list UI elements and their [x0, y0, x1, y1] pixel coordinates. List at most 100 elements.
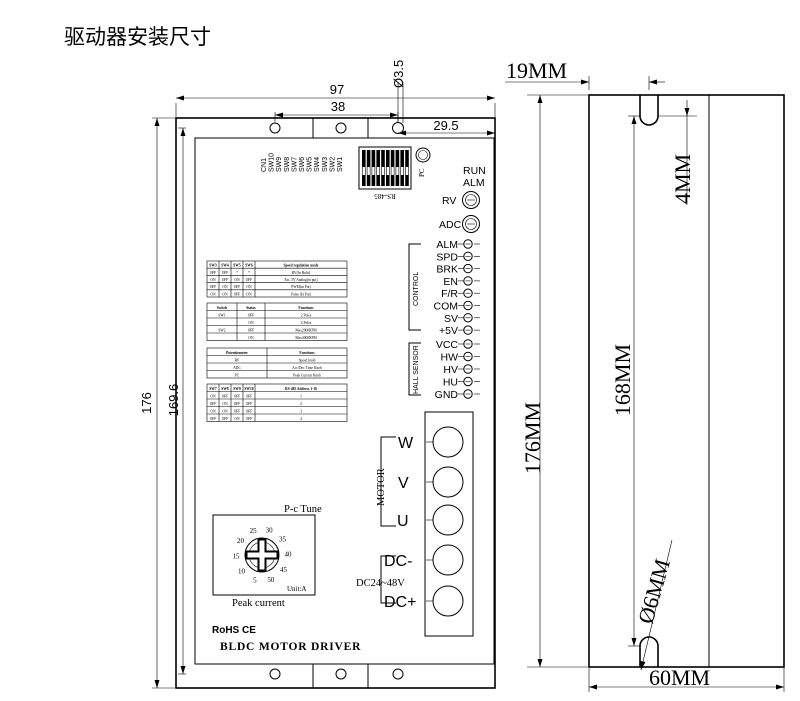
adc-label: ADC — [439, 219, 462, 231]
control-group-label: CONTROL — [413, 272, 420, 306]
table-cell: OFF — [248, 328, 255, 332]
table-cell: Functions — [299, 351, 315, 355]
table-cell: ON — [234, 417, 240, 421]
table-cell: SW4 — [221, 264, 229, 268]
control-terminal-label: EN — [443, 276, 458, 288]
power-terminal-screw[interactable] — [432, 426, 464, 458]
table-cell: PC — [235, 373, 240, 377]
table-cell: SW9 — [233, 387, 241, 391]
side-heatsink — [588, 94, 785, 668]
peak-current-dial[interactable] — [244, 537, 280, 573]
bottom-tab-hole — [335, 668, 347, 680]
mount-hole-br — [392, 668, 404, 680]
top-tab — [312, 117, 369, 139]
rs485-label: RS-485 — [374, 192, 396, 200]
switch-label: SW7 — [291, 157, 298, 172]
control-terminal-label: +5V — [439, 325, 458, 337]
control-terminal-label: SPD — [436, 251, 458, 263]
mount-hole-tl — [269, 122, 281, 134]
table-cell: OFF — [234, 394, 241, 398]
page-title: 驱动器安装尺寸 — [64, 25, 211, 50]
table-cell: SW5 — [233, 264, 241, 268]
table-cell: OFF — [246, 394, 253, 398]
power-terminal-screw[interactable] — [432, 585, 464, 617]
table-cell: 4 Poles — [301, 321, 312, 325]
dim-38: 38 — [331, 99, 345, 114]
hall-terminal-screw[interactable] — [463, 339, 473, 349]
control-terminal-screw[interactable] — [463, 325, 473, 335]
table-cell: OFF — [246, 278, 253, 282]
power-terminal-label: U — [397, 513, 409, 530]
hall-terminal-screw[interactable] — [463, 389, 473, 399]
hall-terminal-screw[interactable] — [463, 351, 473, 362]
pc-knob[interactable] — [415, 147, 431, 163]
switch-label: SW9 — [276, 157, 283, 172]
table-cell: OFF — [222, 394, 229, 398]
table-cell: ON — [248, 336, 254, 340]
dim-hole-dia: Ø3.5 — [391, 60, 406, 88]
dial-number: 30 — [266, 527, 274, 535]
table-cell: Status — [246, 306, 256, 310]
dial-frame — [212, 514, 316, 596]
table-cell: ON — [222, 402, 228, 406]
table-cell: Speed knob — [299, 358, 316, 362]
dim-side-168mm: 168MM — [610, 344, 635, 416]
power-terminal-block — [424, 411, 474, 637]
bottom-tab — [312, 663, 369, 689]
hall-terminal-label: HW — [441, 352, 459, 364]
table-cell: Ext. 5V Analog(in put) — [284, 278, 318, 282]
table-cell: Peak Current Knob — [293, 373, 321, 377]
control-terminal-screw[interactable] — [463, 263, 473, 274]
switch-label: SW6 — [299, 157, 306, 172]
table-cell: 1 — [300, 394, 302, 398]
product-name: BLDC MOTOR DRIVER — [220, 641, 361, 653]
table-cell: SW7 — [209, 387, 217, 391]
rv-knob[interactable] — [462, 191, 480, 209]
peak-current-label: Peak current — [232, 598, 285, 609]
mount-hole-bl — [269, 668, 281, 680]
switch-label: SW10 — [269, 153, 276, 172]
power-terminal-screw[interactable] — [432, 466, 464, 498]
table-cell: OFF — [222, 271, 229, 275]
table-cell: SW8 — [221, 387, 229, 391]
table-cell: ON — [222, 409, 228, 413]
table-cell: 2 Poles — [301, 313, 312, 317]
switch-label: SW3 — [322, 157, 329, 172]
table-cell: 3 — [300, 409, 302, 413]
dim-side-4mm: 4MM — [670, 154, 695, 204]
control-terminal-screw[interactable] — [463, 251, 473, 261]
table-cell: Acc/Dec Time Knob — [292, 366, 322, 370]
power-terminal-label: V — [398, 475, 409, 492]
dial-number: 25 — [250, 527, 258, 535]
hall-terminal-screw[interactable] — [463, 376, 473, 387]
dim-side-6mm: Ø6MM — [633, 556, 675, 626]
switch-label: SW1 — [337, 157, 344, 172]
switch-label: CN1 — [261, 158, 268, 172]
dip-switch-keys — [362, 150, 409, 186]
control-terminal-label: SV — [444, 313, 458, 325]
control-terminal-screw[interactable] — [463, 288, 473, 298]
power-terminal-screw[interactable] — [432, 504, 464, 536]
control-terminal-screw[interactable] — [463, 313, 473, 323]
table-cell: RS-485 Address 1-16 — [285, 387, 317, 391]
hall-terminal-label: VCC — [436, 339, 459, 351]
control-terminal-screw[interactable] — [463, 276, 473, 286]
switch-label: SW4 — [314, 157, 321, 172]
table-cell: OFF — [210, 271, 217, 275]
hall-terminal-screw[interactable] — [463, 364, 473, 374]
control-terminal-screw[interactable] — [463, 300, 473, 311]
power-terminal-screw[interactable] — [432, 544, 464, 576]
dial-number: 15 — [233, 552, 241, 560]
table-cell: RV — [235, 358, 240, 362]
motor-group-label: MOTOR — [376, 468, 387, 506]
adc-knob[interactable] — [462, 215, 480, 233]
table-cell: 2 — [300, 402, 302, 406]
control-terminal-screw[interactable] — [463, 239, 473, 249]
